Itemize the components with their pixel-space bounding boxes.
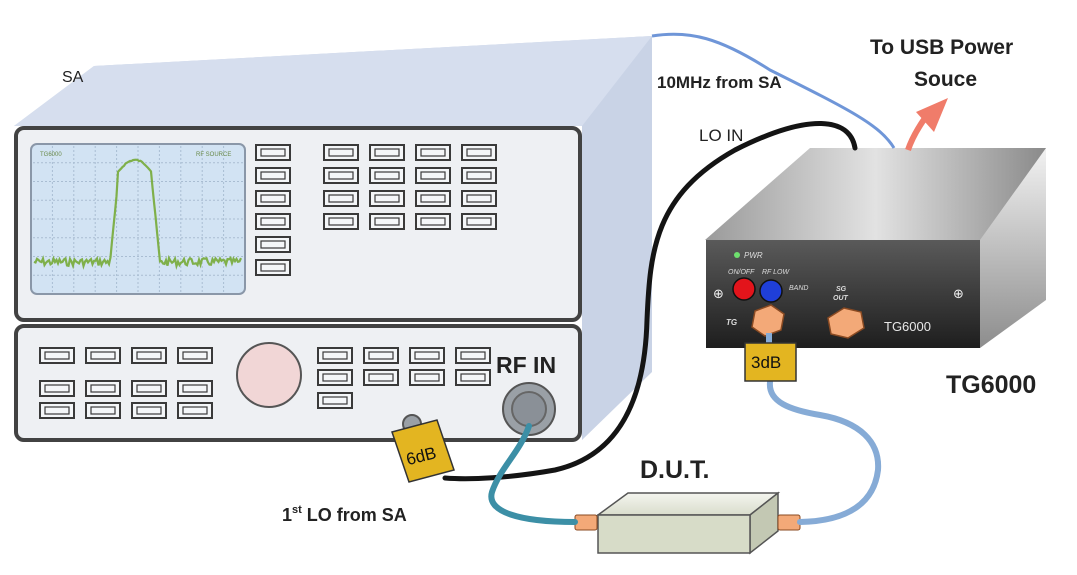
sa-front-button[interactable] <box>323 190 359 207</box>
lo-cable <box>442 121 858 482</box>
sa-front-button[interactable] <box>461 190 497 207</box>
sa-front-button[interactable] <box>369 167 405 184</box>
sa-button-array <box>39 144 497 419</box>
sa-front-button[interactable] <box>255 236 291 253</box>
sa-front-button[interactable] <box>255 167 291 184</box>
sa-front-button[interactable] <box>363 347 399 364</box>
sa-front-button[interactable] <box>323 144 359 161</box>
sa-front-button[interactable] <box>85 380 121 397</box>
sa-front-button[interactable] <box>323 213 359 230</box>
usb-power-label-line2: Souce <box>914 68 977 91</box>
sa-front-button[interactable] <box>369 190 405 207</box>
usb-arrow-head <box>916 98 948 132</box>
usb-power-label-line1: To USB Power <box>870 36 1013 59</box>
sa-front-button[interactable] <box>39 380 75 397</box>
rf-low-button[interactable] <box>759 279 783 303</box>
sa-front-button[interactable] <box>415 213 451 230</box>
sa-front-button[interactable] <box>317 369 353 386</box>
lo-in-label: LO IN <box>699 126 743 145</box>
sa-front-button[interactable] <box>461 144 497 161</box>
tg6000-label: TG6000 <box>946 371 1036 399</box>
screw-right: ⊕ <box>953 286 964 301</box>
sa-front-button[interactable] <box>177 402 213 419</box>
usb-power-arrow <box>905 116 928 151</box>
first-lo-label: 1st LO from SA <box>282 504 407 525</box>
on-off-label: ON/OFF <box>728 269 755 276</box>
sa-label: SA <box>62 69 84 86</box>
pwr-label: PWR <box>744 251 763 260</box>
ten-mhz-label: 10MHz from SA <box>657 73 782 92</box>
attenuator-6db: 6dB <box>391 419 455 483</box>
out-label: OUT <box>833 295 849 302</box>
tg-out-connector <box>751 304 785 337</box>
sa-front-button[interactable] <box>177 347 213 364</box>
sa-front-button[interactable] <box>177 380 213 397</box>
sa-top-surface <box>14 36 652 126</box>
sa-front-button[interactable] <box>255 213 291 230</box>
band-label: BAND <box>789 285 808 292</box>
sa-front-button[interactable] <box>39 402 75 419</box>
screen-label-right: RF SOURCE <box>196 152 231 158</box>
sa-front-button[interactable] <box>317 392 353 409</box>
tg6000-unit: PWR ON/OFF RF LOW BAND SG OUT ⊕ ⊕ TG TG6… <box>705 148 1046 348</box>
dut-input-connector <box>574 514 598 531</box>
sa-front-button[interactable] <box>131 402 167 419</box>
sa-front-button[interactable] <box>415 190 451 207</box>
rf-low-label: RF LOW <box>762 269 790 276</box>
sa-front-button[interactable] <box>415 167 451 184</box>
attenuator-3db-label: 3dB <box>751 353 781 372</box>
attenuator-3db: 3dB <box>744 342 797 382</box>
sa-front-button[interactable] <box>131 347 167 364</box>
sa-front-button[interactable] <box>455 347 491 364</box>
tuning-knob <box>236 342 302 408</box>
sa-front-button[interactable] <box>461 167 497 184</box>
sa-front-button[interactable] <box>255 144 291 161</box>
spectrum-analyzer: TG6000 RF SOURCE <box>14 36 652 442</box>
sa-screen: TG6000 RF SOURCE <box>30 143 246 295</box>
sa-front-button[interactable] <box>131 380 167 397</box>
sa-front-button[interactable] <box>363 369 399 386</box>
dut-output-connector <box>777 514 801 531</box>
rf-in-cable <box>488 423 578 525</box>
sa-front-button[interactable] <box>415 144 451 161</box>
screw-left: ⊕ <box>713 286 724 301</box>
sa-front-button[interactable] <box>409 369 445 386</box>
tg6000-side <box>980 148 1046 348</box>
on-off-button[interactable] <box>732 277 756 301</box>
sa-front-button[interactable] <box>85 402 121 419</box>
spectrum-trace <box>33 158 242 270</box>
sa-front-button[interactable] <box>369 213 405 230</box>
sg-label: SG <box>836 286 847 293</box>
tg-to-dut-cable <box>766 379 882 525</box>
sa-front-button[interactable] <box>255 259 291 276</box>
dut-box <box>574 491 801 555</box>
sa-front-button[interactable] <box>317 347 353 364</box>
tg-label: TG <box>726 318 737 327</box>
sa-front-button[interactable] <box>255 190 291 207</box>
ref-10mhz-cable <box>651 32 896 149</box>
pwr-led <box>734 252 740 258</box>
sa-front-button[interactable] <box>455 369 491 386</box>
rf-in-label: RF IN <box>496 352 556 378</box>
sa-front-button[interactable] <box>369 144 405 161</box>
sa-front-button[interactable] <box>409 347 445 364</box>
dut-label: D.U.T. <box>640 456 709 484</box>
tg6000-panel-label: TG6000 <box>884 319 931 334</box>
sa-front-button[interactable] <box>39 347 75 364</box>
sg-out-connector <box>827 307 865 339</box>
sa-front-button[interactable] <box>461 213 497 230</box>
sa-front-button[interactable] <box>323 167 359 184</box>
screen-label-left: TG6000 <box>40 152 62 158</box>
sa-front-button[interactable] <box>85 347 121 364</box>
tg6000-top <box>705 148 1046 240</box>
